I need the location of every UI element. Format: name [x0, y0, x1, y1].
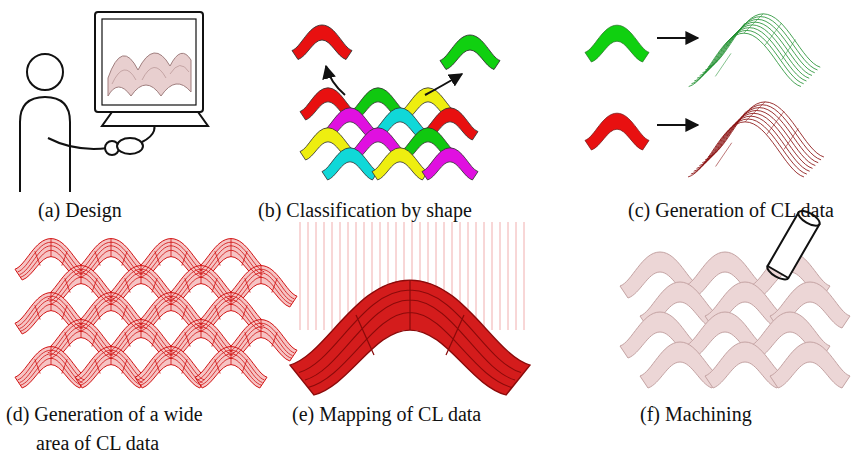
monitor-icon: [95, 12, 208, 126]
patch-to-toolpath: [585, 14, 824, 177]
lifted-patches: [292, 25, 500, 70]
panel-caption: (d) Generation of a wide area of CL data: [6, 400, 226, 458]
caption-slot: (a) Design: [38, 196, 122, 225]
panel-caption: (f) Machining: [640, 400, 752, 429]
caption-slot: (b) Classification by shape: [258, 196, 472, 225]
caption-slot: (d) Generation of a wide area of CL data: [6, 400, 226, 458]
caption-slot: (c) Generation of CL data: [628, 196, 834, 225]
panel-caption: (a) Design: [38, 196, 122, 225]
patch-surface: [300, 88, 478, 180]
caption-slot: (e) Mapping of CL data: [292, 400, 481, 429]
pick-arrows: [326, 66, 462, 95]
panel-caption: (e) Mapping of CL data: [292, 400, 481, 429]
panel-caption: (c) Generation of CL data: [628, 196, 834, 225]
caption-slot: (f) Machining: [640, 400, 752, 429]
wide-toolpath: [15, 239, 297, 388]
panel-caption: (b) Classification by shape: [258, 196, 472, 225]
machined-surface: [620, 252, 850, 388]
mapped-toolpath: [290, 222, 530, 395]
